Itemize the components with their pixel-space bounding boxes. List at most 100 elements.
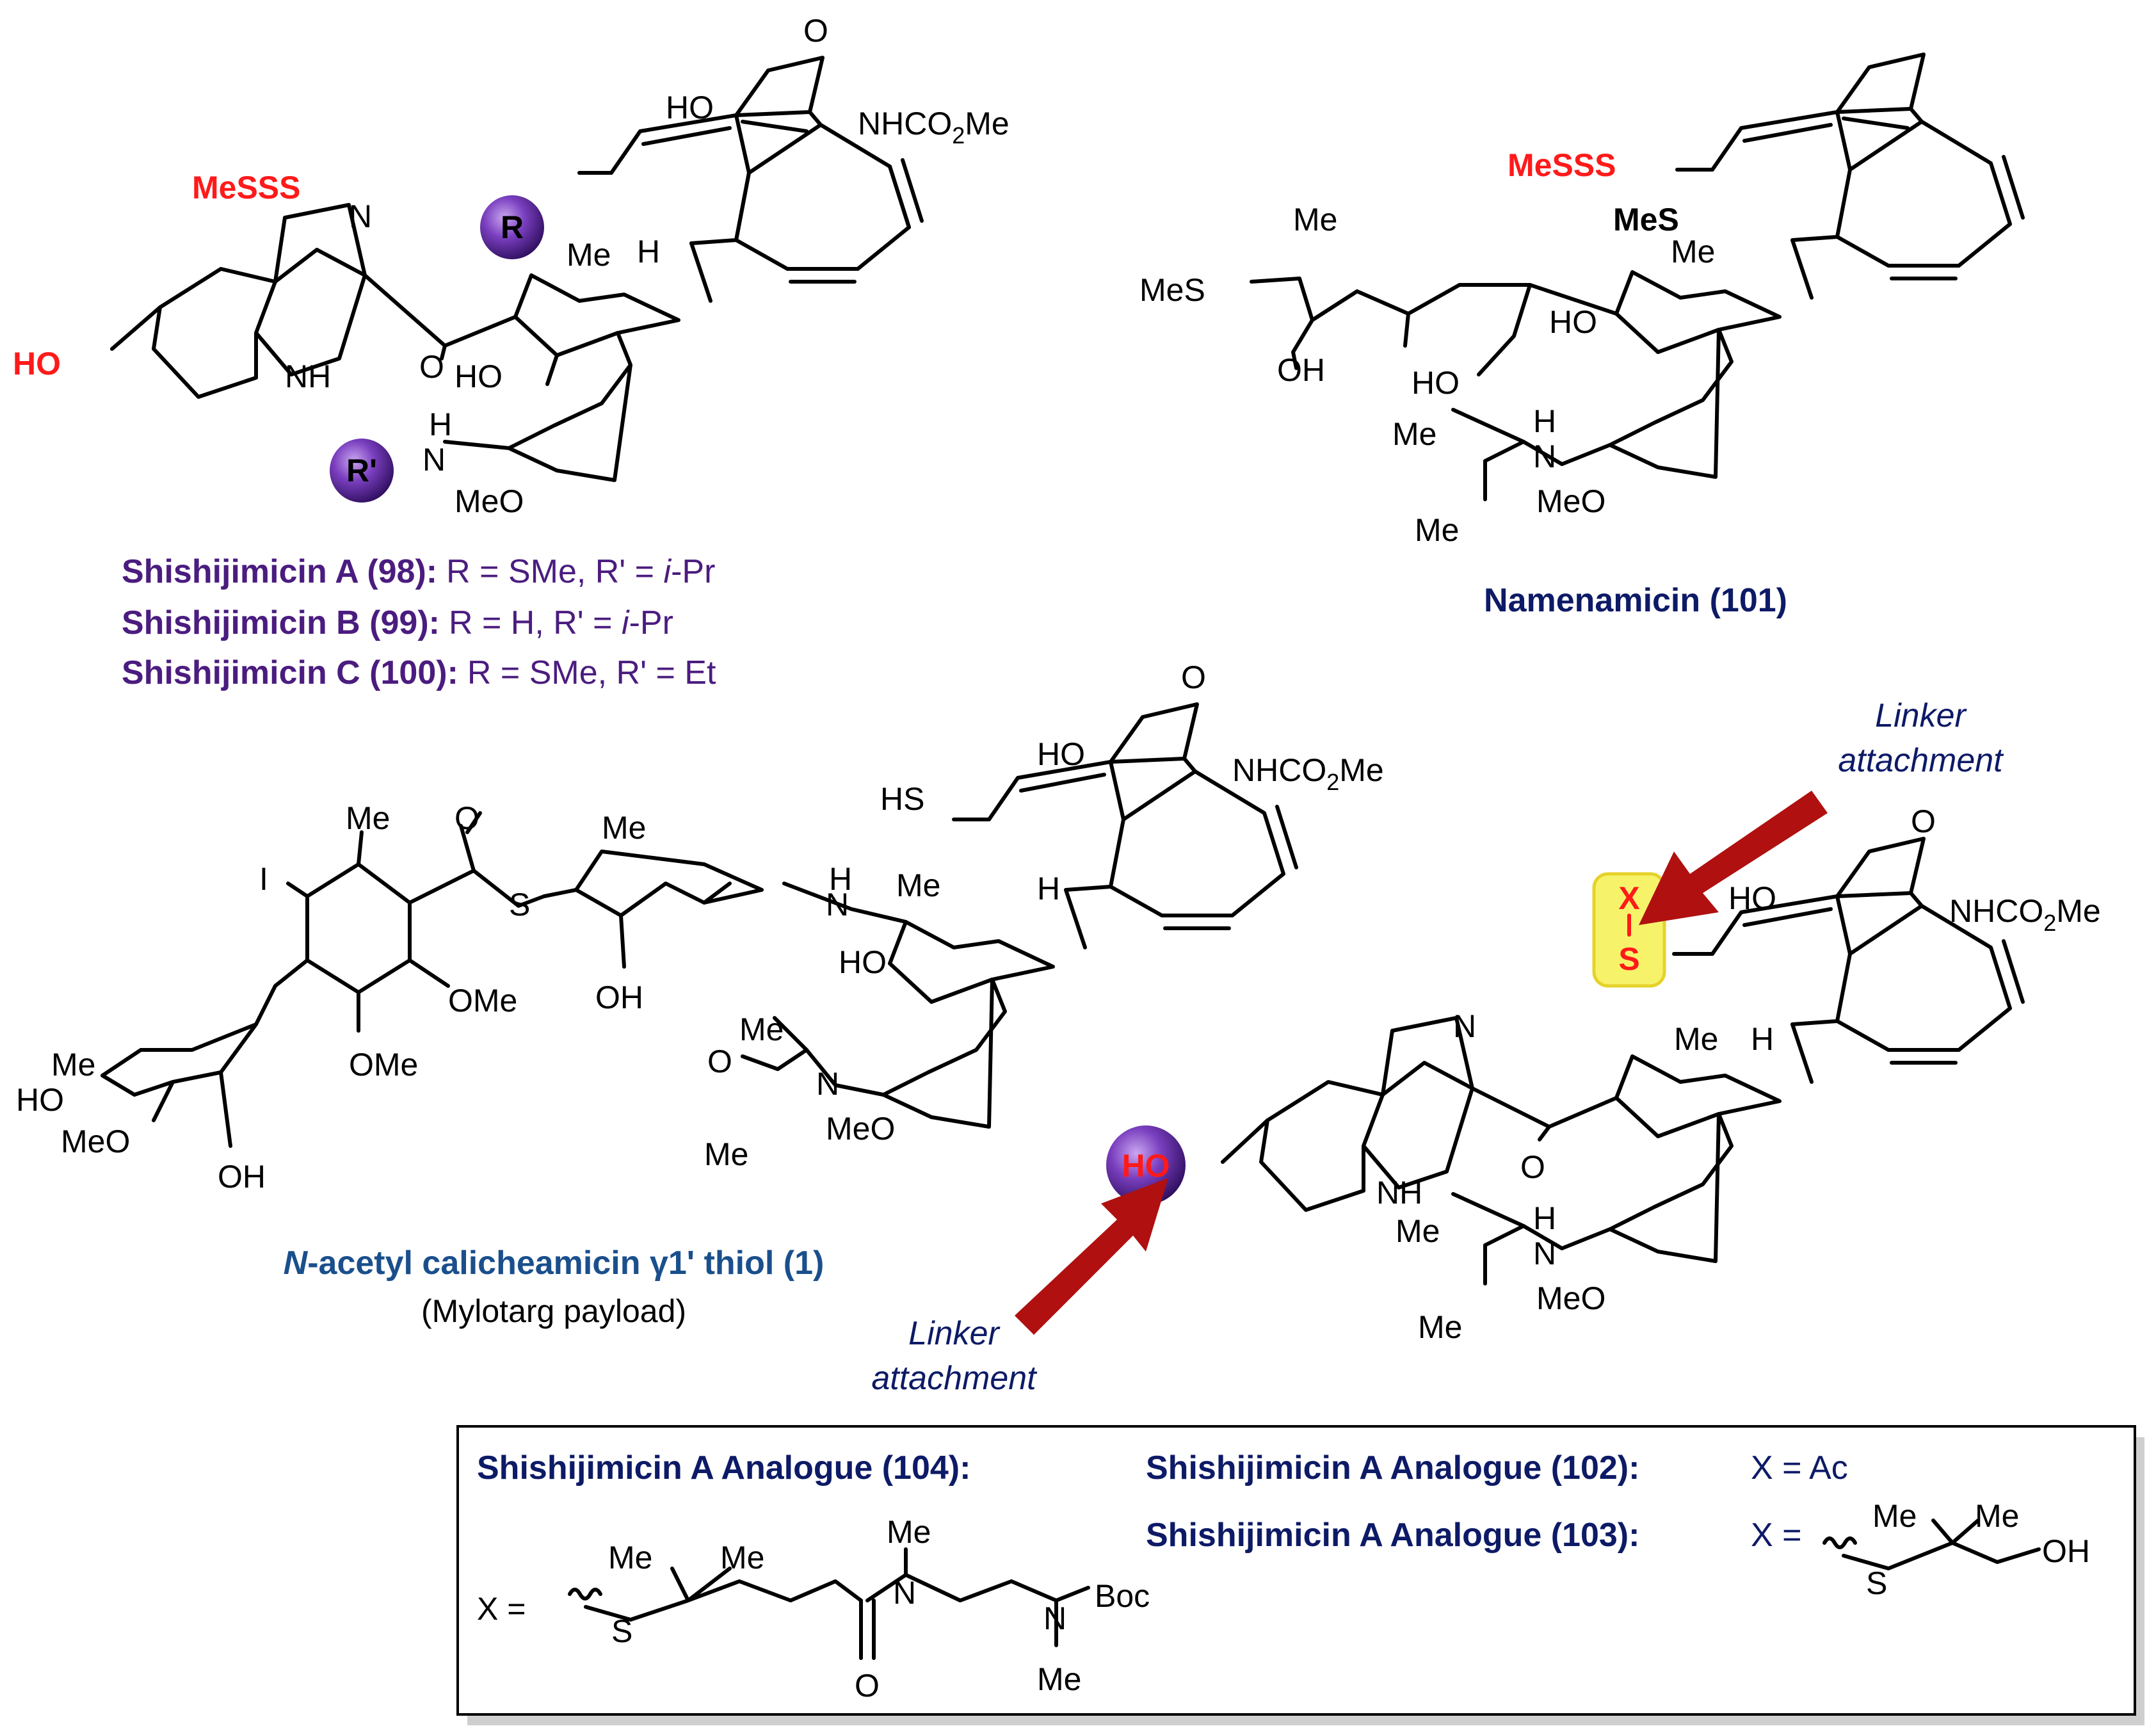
shishijimicin-ring-n: N: [349, 198, 372, 234]
analogue-102-label: Shishijimicin A Analogue (102):: [1146, 1449, 1639, 1487]
namenamicin-amine-h: H: [1533, 403, 1556, 439]
analogue-104-label: Shishijimicin A Analogue (104):: [477, 1449, 970, 1487]
shishijimicin-c-def: R = SMe, R' = Et: [467, 654, 716, 691]
analogue-ipr-me2: Me: [1418, 1309, 1462, 1345]
namenamicin-trisulfide: MeSSS: [1508, 147, 1616, 183]
calicheamicin-acetyl-me: Me: [704, 1136, 748, 1172]
calicheamicin-label: N-acetyl calicheamicin γ1' thiol (1): [284, 1245, 825, 1282]
shishijimicin-hydroxyl: HO: [666, 90, 714, 125]
calicheamicin-iodo: I: [259, 861, 268, 897]
analogue-structure: X S HO O NHCO2Me H Me N NH O Me Me H N M…: [1106, 803, 2101, 1345]
r-prime-ball: [330, 439, 394, 503]
shishijimicin-alkyne-h: H: [637, 234, 660, 270]
namenamicin-ipr-me2: Me: [1415, 512, 1459, 548]
calicheamicin-hydroxyl: HO: [1037, 736, 1085, 772]
analogue-linker-s: S: [1618, 941, 1639, 977]
linker-top-line1: Linker: [1875, 697, 1967, 734]
calicheamicin-carbamate: NHCO: [1232, 752, 1326, 788]
analogue-103-x: X =: [1751, 1517, 1802, 1554]
linker-bottom-line1: Linker: [908, 1315, 1001, 1352]
linker-bottom-line2: attachment: [871, 1360, 1038, 1397]
r-group-label: R: [501, 209, 524, 245]
analogue-hydroxyl: HO: [1728, 880, 1776, 916]
linker104-me-n2: Me: [1037, 1661, 1081, 1697]
shishijimicin-ketone-o: O: [803, 13, 828, 49]
calicheamicin-note: (Mylotarg payload): [421, 1293, 686, 1329]
calicheamicin-alkyne-h: H: [1037, 871, 1060, 907]
namenamicin-structure: MeSSS MeS MeS Me Me OH HO HO Me Me H N M…: [1139, 52, 2025, 619]
calicheamicin-ome1: OMe: [448, 983, 517, 1019]
shishijimicin-a-def: R = SMe, R' =: [446, 553, 663, 590]
namenamicin-sugar-me: Me: [1293, 202, 1337, 238]
calicheamicin-methoxy: MeO: [826, 1111, 895, 1147]
analogue-linker-x: X: [1618, 880, 1639, 916]
shishijimicin-b-post: -Pr: [629, 604, 673, 641]
calicheamicin-acetyl-o: O: [707, 1044, 732, 1079]
shishijimicin-a-italic: i: [664, 553, 672, 590]
analogue-phenol: HO: [1122, 1148, 1170, 1184]
namenamicin-sugar-ho: HO: [1549, 304, 1597, 340]
calicheamicin-thioester-s: S: [509, 887, 530, 923]
calicheamicin-sugar-me: Me: [602, 810, 646, 846]
calicheamicin-carbonyl-o: O: [455, 800, 479, 836]
linker104-o: O: [855, 1668, 880, 1704]
calicheamicin-oh: OH: [595, 979, 643, 1015]
r-prime-label: R': [346, 453, 377, 488]
analogue-indole-nh: NH: [1376, 1175, 1422, 1211]
shishijimicin-methyl: Me: [567, 237, 611, 273]
analogue-103-label: Shishijimicin A Analogue (103):: [1146, 1517, 1639, 1554]
shishijimicin-b-label: Shishijimicin B (99):R = H, R' = i-Pr: [122, 604, 673, 641]
namenamicin-label: Namenamicin (101): [1484, 582, 1787, 619]
shishijimicin-methoxy: MeO: [455, 483, 524, 519]
shishijimicin-b-name: Shishijimicin B (99):: [122, 604, 440, 641]
namenamicin-methylthio: MeS: [1613, 202, 1679, 238]
linker-top-line2: attachment: [1838, 742, 2004, 779]
linker104-boc: Boc: [1095, 1578, 1150, 1614]
shishijimicin-structure: MeSSS HO O NHCO2Me N NH HO O HO H Me H N…: [13, 13, 1010, 519]
linker104-s: S: [611, 1613, 632, 1649]
namenamicin-methyl: Me: [1671, 234, 1715, 270]
analogue-carbonyl-o: O: [1520, 1149, 1545, 1185]
shishijimicin-a-label: Shishijimicin A (98):R = SMe, R' = i-Pr: [122, 553, 715, 590]
namenamicin-amine-n: N: [1533, 439, 1556, 474]
calicheamicin-carbamate-me: Me: [1339, 752, 1383, 788]
calicheamicin-nh-n: N: [826, 887, 849, 923]
shishijimicin-carbamate-me: Me: [965, 106, 1009, 141]
calicheamicin-label-rest: -acetyl calicheamicin γ1' thiol (1): [307, 1245, 824, 1282]
calicheamicin-carbamate-sub: 2: [1326, 769, 1339, 795]
analogue-104-x: X =: [477, 1591, 526, 1627]
analogue-methyl: Me: [1674, 1021, 1718, 1057]
shishijimicin-trisulfide: MeSSS: [192, 170, 301, 206]
calicheamicin-ketone: O: [1181, 659, 1206, 695]
analogue-102-x: X = Ac: [1751, 1449, 1848, 1487]
namenamicin-methylthio-left: MeS: [1139, 272, 1205, 308]
linker103-me1: Me: [1872, 1498, 1917, 1534]
linker104-n1: N: [893, 1575, 916, 1611]
shishijimicin-carbamate-text: NHCO2Me: [858, 106, 1010, 149]
calicheamicin-rham-ho: HO: [16, 1082, 64, 1118]
linker103-s: S: [1866, 1565, 1887, 1601]
analogue-ring-n: N: [1453, 1008, 1476, 1044]
analogue-alkyne-h: H: [1751, 1021, 1774, 1057]
analogue-methoxy: MeO: [1536, 1280, 1605, 1316]
shishijimicin-carbamate: NHCO: [858, 106, 952, 141]
linker104-me2: Me: [720, 1540, 764, 1576]
calicheamicin-aryl-me: Me: [346, 800, 390, 836]
calicheamicin-ethyl-me: Me: [739, 1012, 784, 1047]
shishijimicin-carbonyl-o: O: [419, 349, 444, 385]
linker-arrow-top: [1639, 791, 1828, 925]
shishijimicin-phenol: HO: [13, 346, 61, 382]
calicheamicin-sugar2-ho: HO: [839, 944, 887, 980]
linker104-me1: Me: [608, 1540, 652, 1576]
analogue-amine-h: H: [1533, 1200, 1556, 1236]
linker103-oh: OH: [2042, 1533, 2090, 1569]
analogue-ipr-me1: Me: [1396, 1213, 1440, 1249]
namenamicin-hydroxymethyl: HO: [1412, 365, 1460, 401]
shishijimicin-sugar-hydroxy: HO: [455, 359, 503, 394]
shishijimicin-legend: Shishijimicin A (98):R = SMe, R' = i-Pr …: [122, 553, 716, 691]
linker104-me-n1: Me: [887, 1514, 931, 1550]
calicheamicin-thiol: HS: [880, 781, 924, 817]
shishijimicin-b-def: R = H, R' =: [449, 604, 622, 641]
namenamicin-methoxy: MeO: [1536, 483, 1605, 519]
